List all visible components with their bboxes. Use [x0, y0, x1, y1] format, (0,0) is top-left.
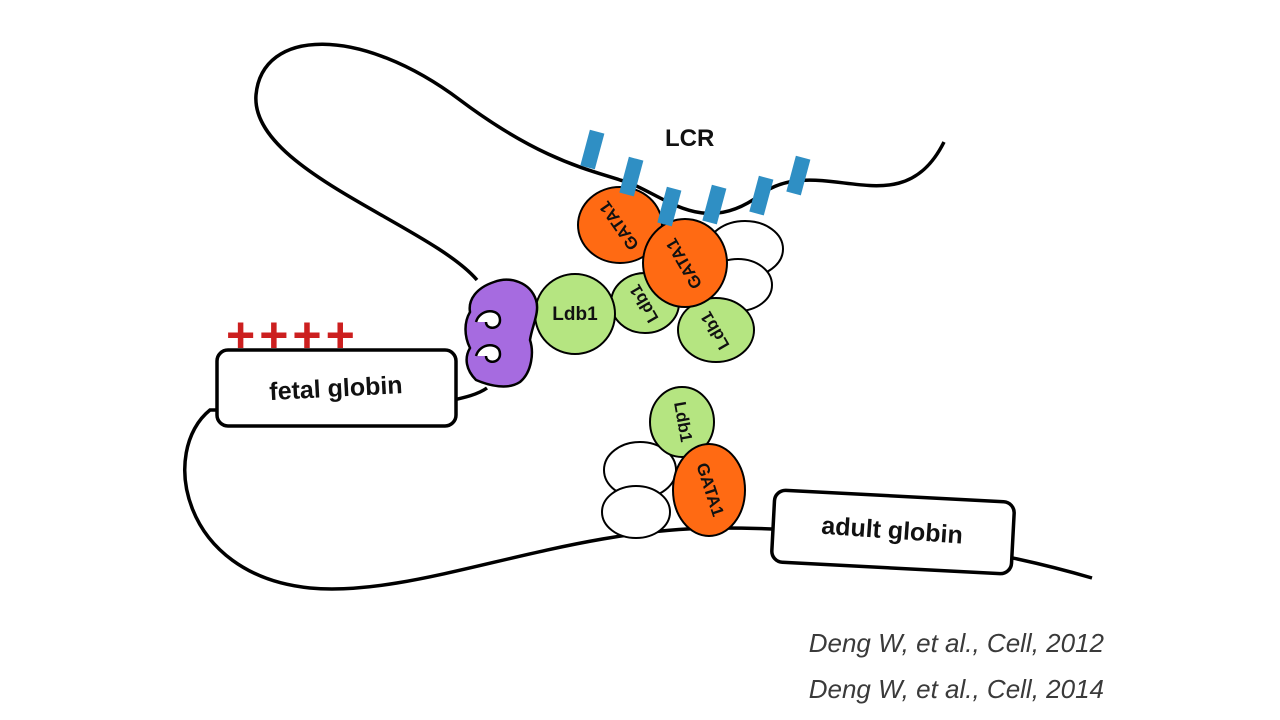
- citation-2012: Deng W, et al., Cell, 2012: [808, 628, 1104, 658]
- lcr-site: [786, 155, 811, 196]
- lcr-site: [580, 129, 605, 170]
- activation-marks: ++++: [226, 307, 359, 363]
- adult-globin-gene: [770, 488, 1016, 576]
- ldb1-protein: [649, 386, 715, 458]
- lcr-site: [749, 175, 774, 216]
- ldb1-label: Ldb1: [552, 304, 598, 325]
- lcr-site: [657, 186, 682, 227]
- fetal-globin-gene: [215, 348, 458, 428]
- lcr-site: [702, 184, 727, 225]
- lcr-label: LCR: [665, 125, 714, 152]
- citation-2014: Deng W, et al., Cell, 2014: [808, 674, 1104, 704]
- enhancer-factor: [464, 278, 539, 388]
- gata1-protein: [672, 443, 746, 537]
- enhancer-factor-pocket: [474, 310, 502, 329]
- white-factor: [601, 485, 671, 539]
- fetal-globin-label: fetal globin: [269, 371, 404, 406]
- ldb1-protein: [677, 297, 755, 363]
- gata1-protein: [642, 218, 728, 308]
- lcr-site: [619, 156, 644, 197]
- enhancer-factor-pocket: [474, 344, 502, 363]
